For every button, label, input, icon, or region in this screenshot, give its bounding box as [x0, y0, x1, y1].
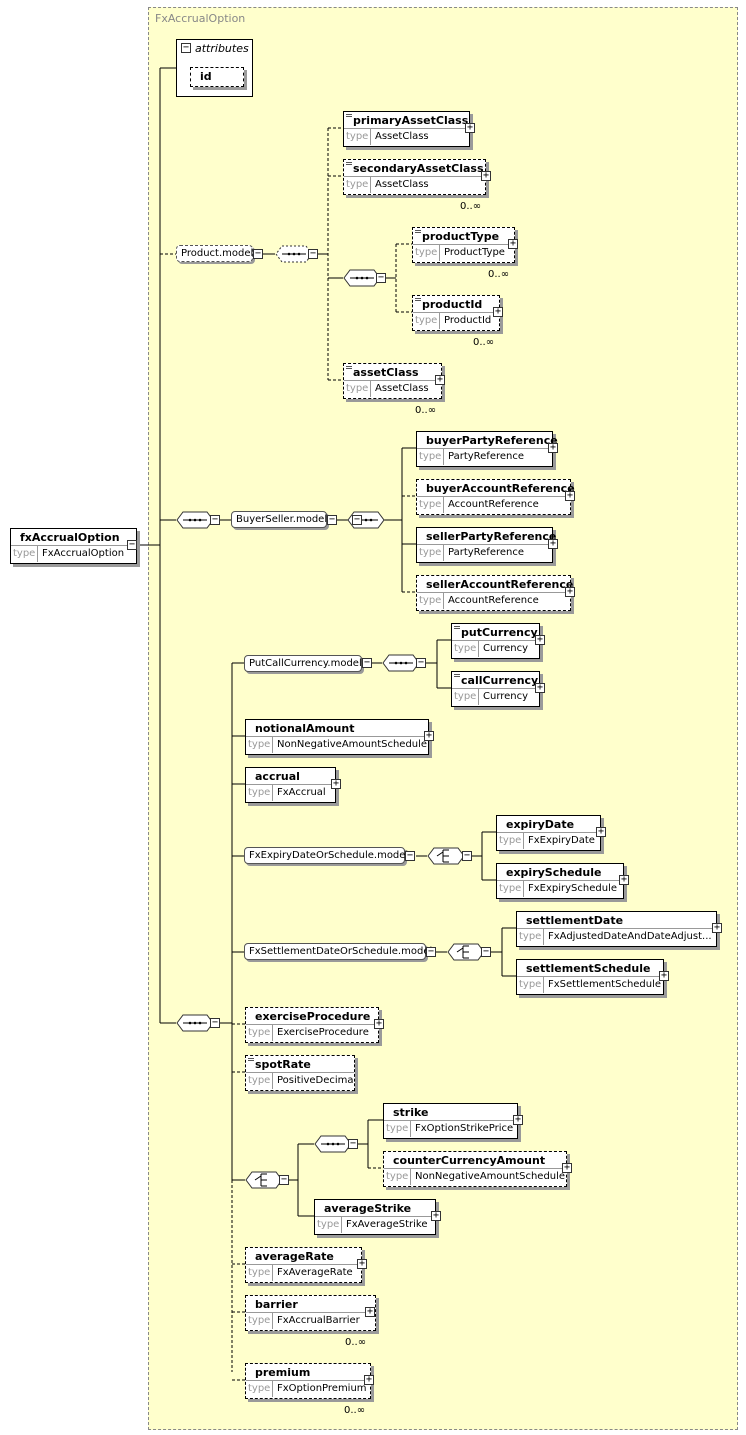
fx-settlement-model-group[interactable]: FxSettlementDateOrSchedule.model [244, 943, 432, 960]
collapse-buyer-seller-icon[interactable]: − [327, 514, 337, 525]
put-call-currency-model-group[interactable]: PutCallCurrency.model [244, 655, 362, 672]
expand-counter-currency-amount-icon[interactable]: + [562, 1162, 572, 1173]
root-element-name: fxAccrualOption [20, 531, 120, 544]
collapse-settlement-icon[interactable]: − [426, 946, 436, 957]
collapse-product-subseq-icon[interactable]: − [376, 272, 386, 283]
cardinality-barrier: 0..∞ [345, 1337, 367, 1348]
expand-accrual-icon[interactable]: + [331, 778, 341, 789]
expand-seller-account-reference-icon[interactable]: + [565, 586, 575, 597]
expand-asset-class-icon[interactable]: + [435, 374, 445, 385]
expand-average-rate-icon[interactable]: + [357, 1258, 367, 1269]
attributes-box: − attributes id [176, 39, 253, 97]
expand-product-type-icon[interactable]: + [508, 238, 518, 249]
collapse-main-seq1-icon[interactable]: − [210, 514, 220, 525]
collapse-expiry-choice-icon[interactable]: − [462, 850, 472, 861]
collapse-strike-seq-icon[interactable]: − [348, 1138, 358, 1149]
expand-secondary-asset-class-icon[interactable]: + [481, 170, 491, 181]
collapse-product-model-icon[interactable]: − [253, 248, 263, 259]
collapse-put-call-seq-icon[interactable]: − [416, 657, 426, 668]
collapse-main-seq2-icon[interactable]: − [210, 1017, 220, 1028]
collapse-put-call-icon[interactable]: − [362, 657, 372, 668]
collapse-attributes-icon[interactable]: − [181, 42, 191, 53]
expand-premium-icon[interactable]: + [364, 1374, 374, 1385]
collapse-settlement-choice-icon[interactable]: − [481, 946, 491, 957]
cardinality-asset-class: 0..∞ [415, 405, 437, 416]
fx-expiry-model-group[interactable]: FxExpiryDateOrSchedule.model [244, 847, 408, 864]
expand-strike-icon[interactable]: + [513, 1114, 523, 1125]
collapse-buyer-seller-seq-icon[interactable]: − [352, 514, 362, 525]
attribute-id[interactable]: id [190, 67, 244, 87]
expand-primary-asset-class-icon[interactable]: + [465, 122, 475, 133]
expand-buyer-account-reference-icon[interactable]: + [565, 490, 575, 501]
expand-settlement-schedule-icon[interactable]: + [659, 970, 669, 981]
expand-put-currency-icon[interactable]: + [535, 634, 545, 645]
cardinality-product-id: 0..∞ [473, 337, 495, 348]
collapse-strike-choice-icon[interactable]: − [279, 1174, 289, 1185]
expand-barrier-icon[interactable]: + [365, 1306, 375, 1317]
expand-product-id-icon[interactable]: + [493, 306, 503, 317]
expand-call-currency-icon[interactable]: + [535, 682, 545, 693]
expand-average-strike-icon[interactable]: + [431, 1210, 441, 1221]
complex-type-title: FxAccrualOption [155, 12, 246, 25]
cardinality-product-type: 0..∞ [488, 269, 510, 280]
cardinality-secondary-asset-class: 0..∞ [460, 201, 482, 212]
expand-exercise-procedure-icon[interactable]: + [374, 1018, 384, 1029]
collapse-expiry-icon[interactable]: − [405, 850, 415, 861]
expand-seller-party-reference-icon[interactable]: + [548, 538, 558, 549]
attributes-title: attributes [195, 42, 249, 55]
root-element-type: FxAccrualOption [42, 548, 125, 559]
expand-notional-amount-icon[interactable]: + [424, 730, 434, 741]
expand-buyer-party-reference-icon[interactable]: + [548, 442, 558, 453]
cardinality-premium: 0..∞ [344, 1405, 366, 1416]
collapse-product-seq-icon[interactable]: − [308, 248, 318, 259]
expand-expiry-schedule-icon[interactable]: + [619, 874, 629, 885]
buyer-seller-model-group[interactable]: BuyerSeller.model [231, 511, 327, 528]
collapse-root-icon[interactable]: − [127, 539, 137, 550]
expand-settlement-date-icon[interactable]: + [712, 922, 722, 933]
expand-expiry-date-icon[interactable]: + [596, 826, 606, 837]
product-model-group[interactable]: Product.model [176, 245, 253, 262]
